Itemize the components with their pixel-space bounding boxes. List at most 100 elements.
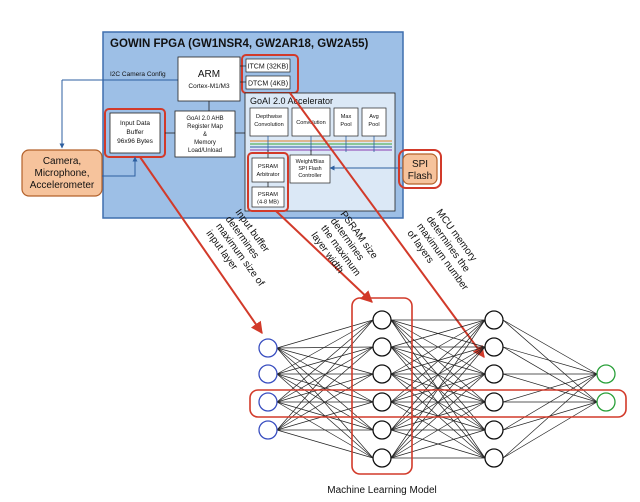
network-edge [390,429,486,459]
network-edge [276,319,374,375]
psram-arbitrator-block [251,157,285,183]
dtcm-label: DTCM (4KB) [248,81,288,88]
depthwise-line-1: Depthwise [256,114,282,120]
input-buffer-line-3: 96x96 Bytes [117,138,154,145]
avg-pool-block [361,107,387,137]
network-edge [390,346,486,375]
network-node-layer-2 [372,392,392,412]
hidden-layer-highlight [351,297,413,475]
arm-title: ARM [198,69,220,80]
network-node-layer-1 [258,392,278,412]
network-node-layer-2 [372,420,392,440]
network-edge [276,346,374,431]
network-node-layer-2 [372,310,392,330]
network-edge [502,373,598,431]
input-buffer-note: Input buffer determines maximum size of … [203,207,271,288]
sensors-block [21,149,103,197]
itcm-block [245,58,291,73]
network-edge [390,319,486,459]
network-edge [502,346,598,403]
network-node-layer-3 [484,448,504,468]
dtcm-block [245,75,291,90]
network-edge [502,373,598,403]
arm-subtitle: Cortex-M1/M3 [188,83,230,90]
mcu-memory-arrow [289,92,485,358]
network-edge [276,346,374,375]
psram-line-2: (4-8 MB) [257,200,279,206]
network-edge [390,373,486,403]
network-edge [502,401,598,459]
network-edge [390,373,486,459]
sensors-buffer-link [102,156,138,177]
depthwise-block [249,107,289,137]
network-edge [502,373,598,459]
network-edge [276,319,374,431]
sensors-line-1: Camera, [43,156,81,167]
network-edge [276,347,374,459]
network-edge [502,319,598,375]
network-edge [390,319,486,348]
flash-controller-line-1: Weight/Bias [296,159,325,165]
network-node-layer-4 [596,392,616,412]
network-edge [276,401,374,431]
mcu-note: MCU memory determines the maximum number… [404,207,478,293]
network-node-layer-1 [258,364,278,384]
network-edge [502,346,598,375]
network-edge [390,346,486,459]
psram-arbitrator-line-1: PSRAM [258,164,278,170]
network-node-layer-3 [484,364,504,384]
network-edge [276,429,374,459]
flash-controller-line-2: SPI Flash [298,166,321,172]
arm-block [177,56,241,102]
register-map-line-4: Memory [194,140,216,146]
network-edge [390,319,486,431]
network-edge [276,319,374,349]
input-buffer-arrow [139,156,263,334]
network-edges [276,319,598,459]
register-map-line-2: Register Map [187,124,223,130]
max-pool-line-2: Pool [340,122,351,128]
register-map-line-3: & [203,132,207,138]
depthwise-line-2: Convolution [254,122,284,128]
network-node-layer-2 [372,337,392,357]
psram-block [251,186,285,208]
network-edge [390,319,486,375]
input-buffer-line-2: Buffer [126,129,144,136]
network-node-layer-3 [484,420,504,440]
network-node-layer-1 [258,338,278,358]
register-map-line-1: GoAI 2.0 AHB [186,116,223,122]
network-node-layer-4 [596,364,616,384]
psram-arrow [275,210,373,303]
spi-flash-line-1: SPI [412,159,428,170]
row-highlight [249,389,627,418]
flash-controller-line-3: Controller [298,173,322,179]
psram-arbitrator-line-2: Arbitrator [256,172,279,178]
input-buffer-block [109,112,161,154]
register-map-line-5: Load/Unload [188,148,222,154]
psram-highlight [247,152,289,212]
psram-line-1: PSRAM [258,192,278,198]
network-edge [390,319,486,403]
spi-flash-line-2: Flash [408,171,432,182]
max-pool-line-1: Max [341,114,352,120]
network-edge [276,373,374,431]
network-caption: Machine Learning Model [327,485,437,496]
spi-flash-highlight [398,149,442,189]
network-edge [276,319,374,403]
network-node-layer-2 [372,364,392,384]
sensors-line-3: Accelerometer [30,180,95,191]
input-buffer-line-1: Input Data [120,120,150,127]
network-edge [390,401,486,459]
network-node-layer-3 [484,310,504,330]
network-nodes [258,310,616,468]
fpga-title: GOWIN FPGA (GW1NSR4, GW2AR18, GW2A55) [110,38,369,50]
network-edge [276,373,374,403]
flash-controller-block [289,154,331,184]
itcm-label: ITCM (32KB) [248,64,289,71]
accelerator-title: GoAI 2.0 Accelerator [250,96,333,106]
register-map-block [174,110,236,158]
psram-note: PSRAM size determines the maximum layer … [308,209,379,278]
network-node-layer-2 [372,448,392,468]
i2c-label: I2C Camera Config [110,71,166,78]
